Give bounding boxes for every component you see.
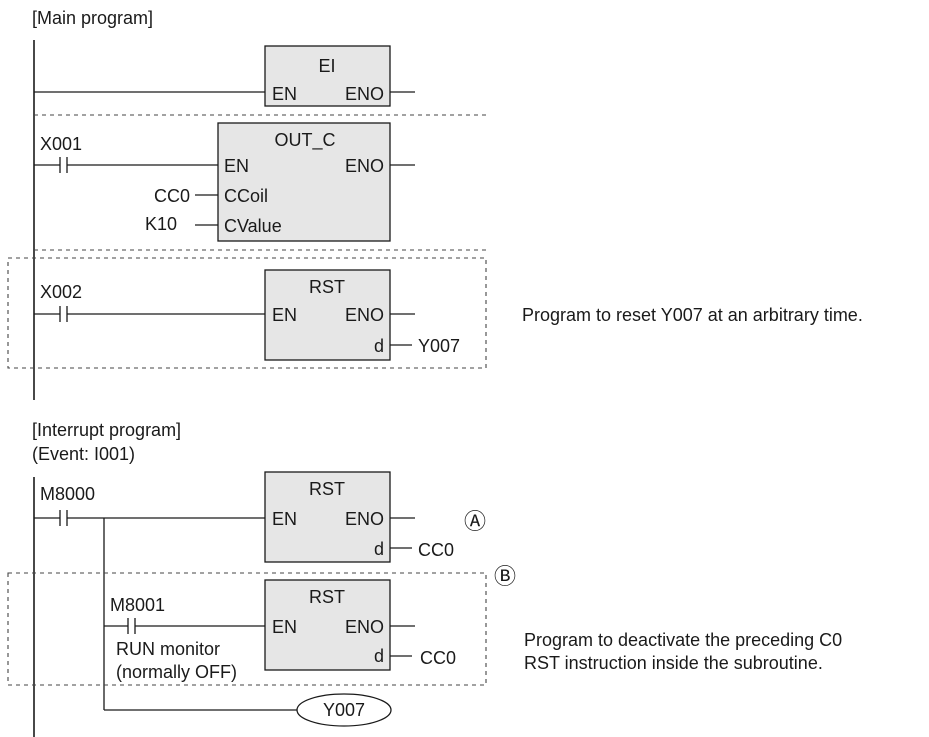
- m8001-desc-line1: RUN monitor: [116, 639, 220, 659]
- rung-out-c: X001 OUT_C EN ENO CCoil CValue CC0 K10: [34, 122, 415, 242]
- y007-coil: Y007: [104, 693, 392, 727]
- rst-cc0-a-en-pin: EN: [272, 509, 297, 529]
- coil-label: Y007: [323, 700, 365, 720]
- rst-cc0-a-block-name: RST: [309, 479, 345, 499]
- marker-a-icon: Ⓐ: [464, 509, 486, 534]
- out-c-eno-pin: ENO: [345, 156, 384, 176]
- interrupt-event-label: (Event: I001): [32, 444, 135, 464]
- rst-cc0-b-block: [264, 579, 391, 671]
- rst-y007-d-pin: d: [374, 336, 384, 356]
- ei-eno-pin: ENO: [345, 84, 384, 104]
- out-c-en-pin: EN: [224, 156, 249, 176]
- rst-cc0-a-d-pin: d: [374, 539, 384, 559]
- rst-y007-d-operand: Y007: [418, 336, 460, 356]
- reset-y007-group-box: [7, 257, 487, 369]
- rung-rst-y007: X002 RST EN ENO d Y007: [34, 269, 460, 361]
- rst-cc0-b-eno-pin: ENO: [345, 617, 384, 637]
- m8001-contact-label: M8001: [110, 595, 165, 615]
- rst-y007-block-name: RST: [309, 277, 345, 297]
- x001-contact-label: X001: [40, 134, 82, 154]
- rst-cc0-a-d-operand: CC0: [418, 540, 454, 560]
- deactivate-note-line1: Program to deactivate the preceding C0: [524, 630, 842, 650]
- ei-en-pin: EN: [272, 84, 297, 104]
- cvalue-operand: K10: [145, 214, 177, 234]
- m8000-contact-label: M8000: [40, 484, 95, 504]
- marker-b-icon: Ⓑ: [494, 564, 516, 589]
- reset-y007-note: Program to reset Y007 at an arbitrary ti…: [522, 305, 863, 325]
- rst-cc0-b-d-pin: d: [374, 646, 384, 666]
- interrupt-program-header: [Interrupt program]: [32, 420, 181, 440]
- rung-ei: EI EN ENO: [34, 45, 415, 107]
- ccoil-operand: CC0: [154, 186, 190, 206]
- m8000-no-contact-icon: [34, 510, 265, 526]
- out-c-block-name: OUT_C: [274, 130, 335, 151]
- rst-cc0-b-block-name: RST: [309, 587, 345, 607]
- rst-cc0-b-en-pin: EN: [272, 617, 297, 637]
- deactivate-note-line2: RST instruction inside the subroutine.: [524, 653, 823, 673]
- coil-icon: [296, 693, 392, 727]
- m8001-no-contact-icon: [104, 618, 265, 634]
- x002-no-contact-icon: [34, 306, 265, 322]
- irung-rst-cc0-a: M8000 RST EN ENO d CC0 Ⓐ: [34, 471, 486, 710]
- rst-y007-en-pin: EN: [272, 305, 297, 325]
- ei-block: [264, 45, 391, 107]
- rst-y007-eno-pin: ENO: [345, 305, 384, 325]
- rst-y007-block: [264, 269, 391, 361]
- irung-rst-cc0-b: M8001 RUN monitor (normally OFF) RST EN …: [104, 579, 456, 682]
- ei-block-name: EI: [318, 56, 335, 76]
- main-program-header: [Main program]: [32, 8, 153, 28]
- out-c-cvalue-pin: CValue: [224, 216, 282, 236]
- deactivate-rst-group-box: [7, 572, 487, 686]
- x002-contact-label: X002: [40, 282, 82, 302]
- m8001-desc-line2: (normally OFF): [116, 662, 237, 682]
- out-c-block: [217, 122, 391, 242]
- rst-cc0-a-block: [264, 471, 391, 563]
- rst-cc0-a-eno-pin: ENO: [345, 509, 384, 529]
- rst-cc0-b-d-operand: CC0: [420, 648, 456, 668]
- x001-no-contact-icon: [34, 157, 218, 173]
- out-c-ccoil-pin: CCoil: [224, 186, 268, 206]
